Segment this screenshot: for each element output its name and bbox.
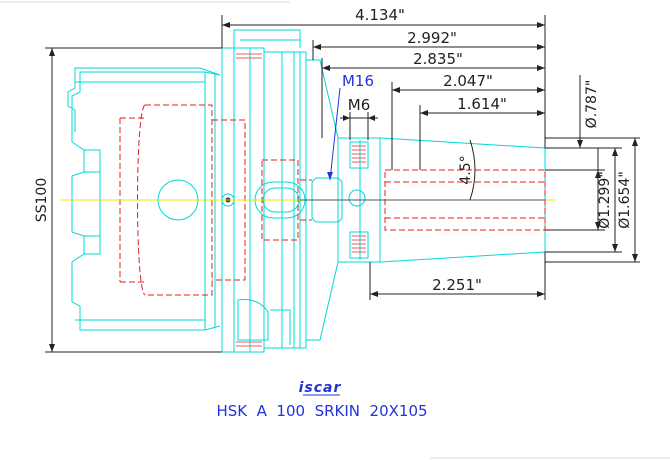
screw-hatch: [236, 53, 366, 347]
m16-leader-arrow: [327, 172, 333, 180]
thread-label-m16: M16: [342, 72, 374, 90]
dim-face-to-tip: 2.835": [413, 50, 463, 68]
svg-text:iscar: iscar: [299, 380, 342, 396]
thread-label-m6: M6: [348, 96, 371, 114]
part-caption: HSK A 100 SRKIN 20X105: [216, 402, 427, 420]
dim-nose-diameter: Ø1.654": [617, 171, 633, 229]
dimension-lines: [45, 15, 640, 353]
arrow-heads: [49, 22, 638, 352]
dim-radial: Ø.787": [584, 80, 600, 129]
logo-mark: iscar: [299, 380, 342, 396]
dim-shank-label: SS100: [34, 178, 50, 223]
dim-taper-angle: 4.5°: [458, 155, 474, 184]
dim-flange-to-tip: 2.992": [407, 29, 457, 47]
dim-overall-length: 4.134": [355, 6, 405, 24]
dim-nose-length: 2.251": [432, 276, 482, 294]
dim-screw-depth: 2.047": [443, 72, 493, 90]
dim-bore-diameter: Ø1.299": [597, 171, 613, 229]
dim-bore-depth: 1.614": [457, 95, 507, 113]
